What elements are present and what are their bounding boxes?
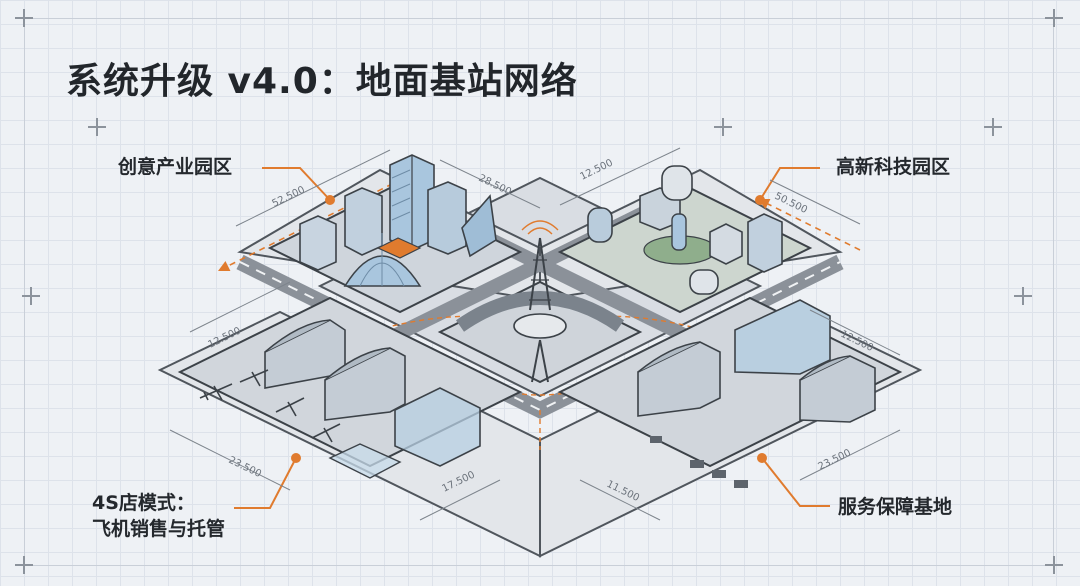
zone-label-4s-sales-line1: 4S店模式： xyxy=(92,492,195,514)
dimension-label: 28.500 xyxy=(477,173,513,198)
central-hub xyxy=(437,220,643,384)
dimension-label: 52.500 xyxy=(270,184,306,209)
page-title: 系统升级 v4.0：地面基站网络 xyxy=(66,61,578,102)
service-base-block xyxy=(557,296,903,488)
airplane-icon xyxy=(199,369,341,443)
grid-crosshair xyxy=(22,287,40,305)
zone-label-4s-sales-line2: 飞机销售与托管 xyxy=(92,518,226,540)
frame-border xyxy=(24,18,1054,566)
service-vehicle-icon xyxy=(650,436,748,488)
antenna-tower-icon xyxy=(531,339,549,383)
zone-label-4s-sales: 4S店模式： 飞机销售与托管 xyxy=(92,490,225,542)
hitech-park-block xyxy=(557,165,813,314)
grid-crosshair xyxy=(984,118,1002,136)
antenna-tower-icon xyxy=(521,220,559,311)
glass-tower xyxy=(389,154,435,251)
grid-crosshair xyxy=(714,118,732,136)
aircraft-sales-block xyxy=(177,296,523,479)
dome-building xyxy=(343,233,422,287)
warehouse-building xyxy=(734,299,831,375)
creative-park-block xyxy=(267,154,523,314)
dimension-label: 23.500 xyxy=(227,455,263,480)
grid-crosshair xyxy=(1014,287,1032,305)
zone-label-service-base: 服务保障基地 xyxy=(838,496,953,518)
corner-crosshair xyxy=(15,9,33,27)
zone-label-hitech-park: 高新科技园区 xyxy=(836,156,951,178)
glass-showroom xyxy=(328,387,481,479)
corner-crosshair xyxy=(1045,556,1063,574)
dimension-label: 50.500 xyxy=(773,191,809,216)
corner-crosshair xyxy=(1045,9,1063,27)
warehouse-building xyxy=(799,355,876,423)
hangar-building xyxy=(324,347,406,421)
zone-label-creative-park: 创意产业园区 xyxy=(118,156,233,178)
dimension-label: 12.500 xyxy=(578,157,614,182)
dimension-label: 23.500 xyxy=(816,447,852,472)
corner-crosshair xyxy=(15,556,33,574)
grid-crosshair xyxy=(88,118,106,136)
callout-leaders xyxy=(234,167,830,509)
warehouse-building xyxy=(637,341,721,417)
dimension-lines xyxy=(169,147,901,521)
